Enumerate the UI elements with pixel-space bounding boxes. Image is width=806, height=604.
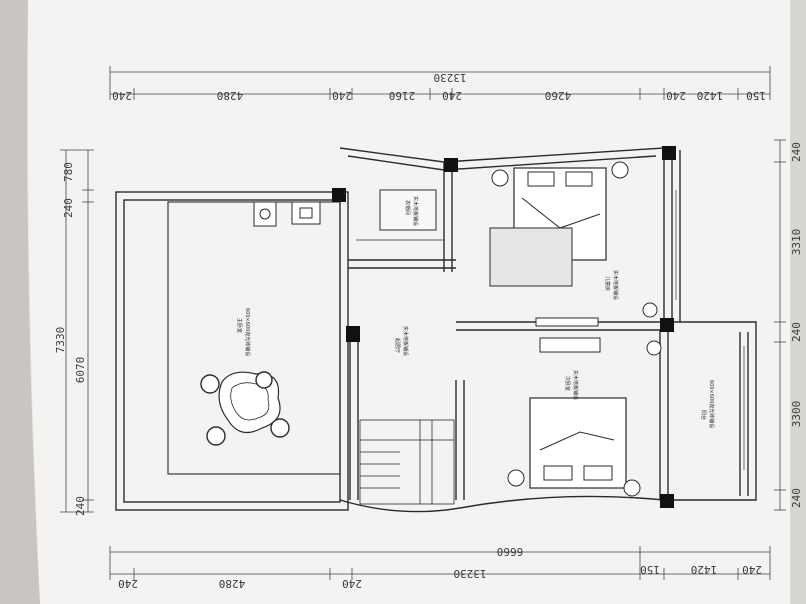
pillow xyxy=(565,171,593,187)
top-dim-seg: 4260 xyxy=(545,89,572,102)
plant-icon xyxy=(642,302,658,318)
left-dim-seg: 240 xyxy=(74,496,87,516)
wardrobe xyxy=(379,189,437,231)
bottom-dim-total: 13230 xyxy=(453,567,486,580)
desk xyxy=(535,317,599,327)
top-dim-seg: 1420 xyxy=(697,89,724,102)
room-label-master: 主卧室 xyxy=(236,318,243,333)
right-dim-seg: 3300 xyxy=(790,401,803,428)
pillow xyxy=(583,465,613,481)
stove xyxy=(291,201,321,225)
room-label-second: 次卧室 xyxy=(564,376,571,391)
paper-fold-shadow xyxy=(0,0,40,604)
column xyxy=(660,494,674,508)
windows xyxy=(339,190,745,470)
top-dim-seg: 4280 xyxy=(217,89,244,102)
bottom-dim-seg: 4280 xyxy=(219,577,246,590)
right-dim-seg: 240 xyxy=(790,142,803,162)
left-dim-seg: 780 xyxy=(62,162,75,182)
lounge-island-inner xyxy=(230,382,270,421)
right-dimension-labels: 240 3310 240 3300 240 xyxy=(790,142,803,508)
column xyxy=(662,146,676,160)
top-dim-seg: 240 xyxy=(112,89,132,102)
room-label-dressing: 衣帽间 xyxy=(404,200,411,215)
nightstand-lamp xyxy=(491,169,509,187)
room-label-living: 起居厅 xyxy=(394,338,400,353)
room-floor-balcony: 600×600抛光砖铺设 xyxy=(708,380,715,428)
bottom-dimension-labels: 6660 13230 240 4280 240 150 1420 240 xyxy=(118,545,762,590)
wall-master-outer xyxy=(115,191,349,511)
right-dim-seg: 3310 xyxy=(790,229,803,256)
stool xyxy=(270,418,290,438)
plant-icon xyxy=(646,340,662,356)
room-floor-living: 实木地板铺设 xyxy=(402,326,409,356)
left-dimension-string xyxy=(60,149,94,513)
room-floor-dressing: 实木地板铺设 xyxy=(412,196,419,226)
left-dim-total: 7330 xyxy=(54,327,67,354)
room-floor-second: 实木地板铺设 xyxy=(572,370,579,400)
column xyxy=(346,326,360,342)
left-dim-seg: 6070 xyxy=(74,357,87,384)
top-dim-seg: 240 xyxy=(442,89,462,102)
bottom-dimension-string xyxy=(109,546,771,580)
pillow xyxy=(543,465,573,481)
room-floor-kids: 实木地板铺设 xyxy=(612,270,619,300)
paper-sheet xyxy=(27,0,806,604)
top-dimension-string xyxy=(109,66,771,100)
bottom-dim-seg: 1420 xyxy=(691,563,718,576)
right-dim-seg: 240 xyxy=(790,322,803,342)
left-dimension-labels: 7330 780 240 6070 240 xyxy=(54,162,87,516)
nightstand-lamp xyxy=(611,161,629,179)
nightstand-lamp xyxy=(623,479,641,497)
staircase xyxy=(359,419,455,505)
top-dim-seg: 240 xyxy=(666,89,686,102)
stove-burner xyxy=(299,207,313,219)
right-dimension-string xyxy=(774,139,786,511)
column xyxy=(660,318,674,332)
structural-columns xyxy=(332,146,676,508)
top-dimension-labels: 13230 240 4280 240 2160 240 4260 240 142… xyxy=(112,71,766,102)
stool xyxy=(255,371,273,389)
top-dim-seg: 2160 xyxy=(389,89,416,102)
column xyxy=(444,158,458,172)
bottom-dim-seg: 150 xyxy=(640,563,660,576)
top-dim-seg: 150 xyxy=(746,89,766,102)
tv-cabinet xyxy=(539,337,601,353)
room-label-balcony: 阳台 xyxy=(700,410,707,420)
sink-cabinet xyxy=(253,201,277,227)
room-labels: 主卧室 600×600抛光砖铺设 衣帽间 实木地板铺设 儿童房 实木地板铺设 起… xyxy=(236,196,715,428)
pillow xyxy=(527,171,555,187)
left-dim-seg: 240 xyxy=(62,198,75,218)
sink-bowl xyxy=(259,208,271,220)
rug xyxy=(489,227,573,287)
column xyxy=(332,188,346,202)
bottom-dim-sub: 6660 xyxy=(497,545,524,558)
right-dim-seg: 240 xyxy=(790,488,803,508)
nightstand-lamp xyxy=(507,469,525,487)
bottom-dim-seg: 240 xyxy=(342,577,362,590)
right-edge-shadow xyxy=(790,0,806,604)
room-floor-master: 600×600抛光砖铺设 xyxy=(244,308,251,356)
bottom-dim-seg: 240 xyxy=(742,563,762,576)
stool xyxy=(206,426,226,446)
bed-cover-fold xyxy=(539,431,615,451)
bottom-dim-seg: 240 xyxy=(118,577,138,590)
room-label-kids: 儿童房 xyxy=(604,276,611,291)
top-dim-seg: 240 xyxy=(332,89,352,102)
stool xyxy=(200,374,220,394)
top-dim-total: 13230 xyxy=(433,71,466,84)
